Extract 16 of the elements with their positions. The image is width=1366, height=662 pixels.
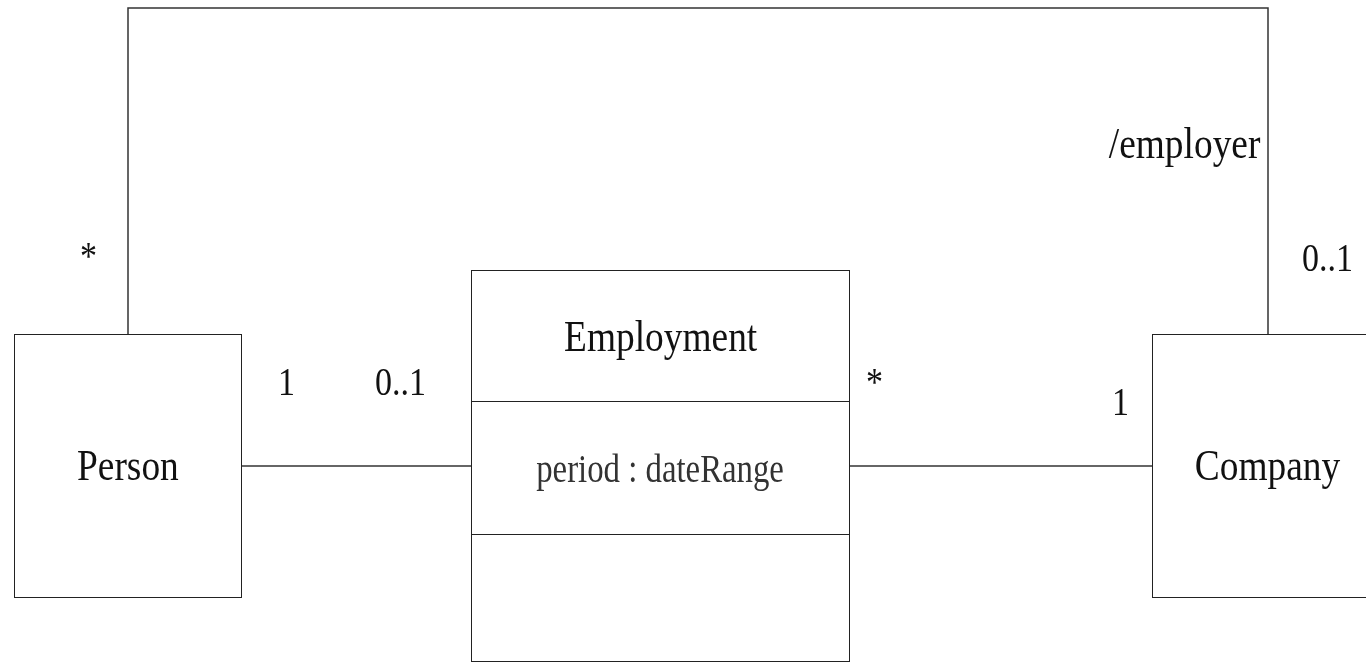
association-line [241,465,472,467]
multiplicity-label: * [866,358,883,405]
class-name: Person [77,440,179,491]
class-box [471,270,850,662]
multiplicity-label: 0..1 [375,358,426,405]
association-line [849,465,1153,467]
multiplicity-label: * [80,232,97,279]
class-box [1152,334,1366,598]
multiplicity-label: 1 [1112,378,1129,425]
association-line [127,7,1269,335]
class-box [14,334,242,598]
multiplicity-label: 1 [278,358,295,405]
class-name: Employment [563,310,758,362]
attribute-text: period : dateRange [536,444,785,492]
class-name: Company [1195,440,1341,491]
multiplicity-label: 0..1 [1302,234,1353,281]
